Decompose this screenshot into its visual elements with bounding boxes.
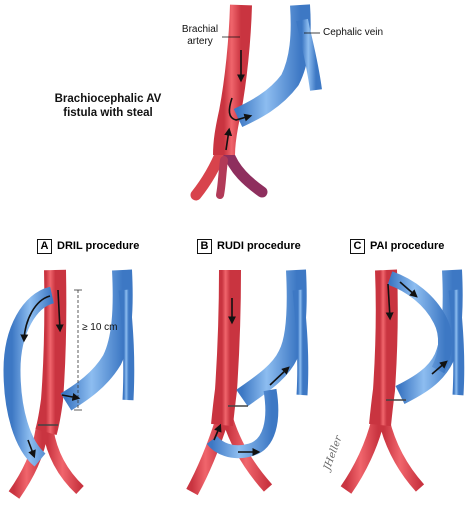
dril-bypass-vein <box>3 286 55 467</box>
flow-arrow <box>399 281 418 298</box>
brachial-artery <box>35 269 67 436</box>
panel-a-badge: A <box>37 238 52 254</box>
panel-b-title: RUDI procedure <box>217 240 301 252</box>
panel-c-title: PAI procedure <box>370 240 445 252</box>
artery-branch <box>340 418 385 494</box>
top-title-line2: fistula with steal <box>63 107 153 119</box>
panel-a-title: DRIL procedure <box>57 240 140 252</box>
flow-arrow <box>20 295 51 343</box>
panel-c-header: C PAI procedure <box>350 237 444 255</box>
artery-branch <box>42 428 84 495</box>
cephalic-vein-label: Cephalic vein <box>323 27 384 38</box>
measure-label: ≥ 10 cm <box>82 322 118 333</box>
panel-c-badge: C <box>350 238 365 254</box>
panel-a-header: A DRIL procedure <box>37 237 139 255</box>
artery-branch <box>8 428 49 499</box>
flow-arrow <box>269 366 290 386</box>
rudi-graft <box>206 388 279 459</box>
panel-c-figure <box>340 269 465 494</box>
flow-arrow <box>27 439 36 459</box>
brachial-artery <box>213 4 252 156</box>
flow-arrow <box>431 360 448 375</box>
cephalic-vein <box>236 269 307 407</box>
panel-b-figure <box>186 269 309 496</box>
flow-arrow <box>55 289 64 333</box>
flow-arrow <box>228 97 253 122</box>
ulnar-artery-branch <box>222 146 268 198</box>
cephalic-vein-branch <box>292 289 309 396</box>
flow-arrow <box>61 393 81 401</box>
interosseous-branch <box>216 156 228 199</box>
panel-a-figure <box>3 269 135 499</box>
top-title-line1: Brachiocephalic AV <box>54 93 162 105</box>
cephalic-vein-branch <box>448 289 465 396</box>
artery-branch <box>378 418 425 492</box>
brachial-artery <box>369 269 398 427</box>
brachial-artery <box>211 269 241 427</box>
top-figure <box>190 4 322 201</box>
flow-arrow <box>385 283 394 321</box>
cephalic-vein-branch <box>296 18 322 91</box>
flow-arrow <box>213 423 222 441</box>
pai-graft <box>387 271 452 374</box>
panel-b-header: B RUDI procedure <box>197 237 301 255</box>
cephalic-vein-branch <box>118 289 135 401</box>
flow-arrow <box>224 127 233 151</box>
panel-b-badge: B <box>197 238 212 254</box>
brachial-artery-label: Brachial artery <box>181 24 219 47</box>
